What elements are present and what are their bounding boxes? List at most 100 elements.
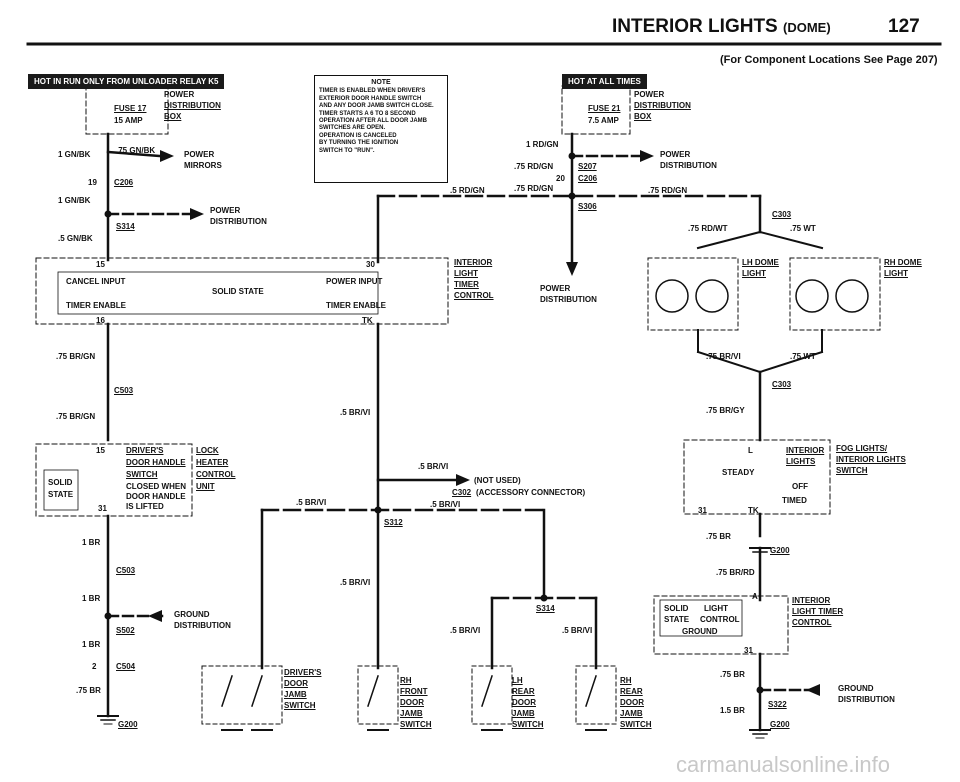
wire-label: 1 GN/BK (58, 150, 91, 159)
rh-rear-jamb-label: RH (620, 676, 632, 685)
wire-label: 1 BR (82, 640, 101, 649)
rh-front-jamb-label: RH (400, 676, 412, 685)
timer-module-outline (35, 257, 449, 325)
splice-s314-rear: S314 (536, 604, 555, 613)
rh-dome-lamp-1 (795, 279, 829, 313)
fuse21-distribution: DISTRIBUTION (634, 101, 691, 110)
timer-enable-right: TIMER ENABLE (326, 301, 386, 310)
wire-label: .75 BR (720, 670, 745, 679)
rh-dome-lamp-2 (835, 279, 869, 313)
watermark-text: carmanualsonline.info (676, 752, 891, 777)
power-distribution-right-2: DISTRIBUTION (660, 161, 717, 170)
lh-dome-light-outline (647, 257, 739, 331)
rh-front-jamb-label: FRONT (400, 687, 428, 696)
lh-rear-jamb-outline (471, 665, 513, 725)
connector-c302: C302 (452, 488, 472, 497)
drivers-handle-note: IS LIFTED (126, 502, 164, 511)
drivers-handle-label: DRIVER'S (126, 446, 164, 455)
drivers-jamb-label: SWITCH (284, 701, 316, 710)
lock-heater-name: LOCK (196, 446, 219, 455)
lh-dome-label: LH DOME (742, 258, 779, 267)
note-title: NOTE (371, 79, 391, 86)
lh-rear-jamb-label: DOOR (512, 698, 536, 707)
timer-name: LIGHT (454, 269, 478, 278)
note-line: AND ANY DOOR JAMB SWITCH CLOSE. (319, 103, 434, 110)
rh-dome-label-2: LIGHT (884, 269, 908, 278)
wire-label: .5 BR/VI (418, 462, 449, 471)
wire-label: .75 GN/BK (116, 146, 156, 155)
drivers-handle-note: CLOSED WHEN (126, 482, 186, 491)
light-timer-name: CONTROL (792, 618, 832, 627)
wire-wt-top (758, 230, 824, 250)
timer-inner-outline (57, 271, 379, 315)
timer-pin: TK (362, 316, 373, 325)
wire-label: .75 RD/WT (688, 224, 728, 233)
wire-label: .75 BR/GN (56, 412, 96, 421)
power-distribution-mid: POWER (540, 284, 571, 293)
timer-note: NOTE TIMER IS ENABLED WHEN DRIVER'S EXTE… (314, 75, 448, 183)
fog-switch-name: FOG LIGHTS/ (836, 444, 888, 453)
timer-pin: 16 (96, 316, 105, 325)
splice-s314b-dot (540, 594, 548, 602)
lh-dome-lamp-1 (655, 279, 689, 313)
ground-distribution-left-2: DISTRIBUTION (174, 621, 231, 630)
light-timer-pin: 31 (744, 646, 753, 655)
fog-switch-timed: TIMED (782, 496, 807, 505)
timer-power-input: POWER INPUT (326, 277, 383, 286)
fog-switch-name: INTERIOR LIGHTS (836, 455, 906, 464)
power-mirrors-label-2: MIRRORS (184, 161, 222, 170)
wire-label: .75 BR/GY (706, 406, 745, 415)
lock-heater-outline (35, 443, 193, 517)
light-timer-solid: SOLID (664, 604, 689, 613)
connector-c206-left: C206 (114, 178, 134, 187)
rh-front-jamb-label: SWITCH (400, 720, 432, 729)
lock-heater-name: HEATER (196, 458, 229, 467)
fuse17-distribution: DISTRIBUTION (164, 101, 221, 110)
not-used-label: (NOT USED) (474, 476, 521, 485)
connector-c503-bottom: C503 (116, 566, 136, 575)
splice-s306-dot (568, 192, 576, 200)
fog-switch-name: SWITCH (836, 466, 868, 475)
light-timer-ground: GROUND (682, 627, 718, 636)
light-timer-state: STATE (664, 615, 690, 624)
wire-label: 1 BR (82, 538, 101, 547)
arrowheads (148, 150, 820, 696)
rh-front-jamb-label: JAMB (400, 709, 423, 718)
rh-rear-jamb-outline (575, 665, 617, 725)
wire-label: .75 RD/GN (514, 184, 554, 193)
wire-label: .75 BR (76, 686, 101, 695)
note-line: SWITCH TO "RUN". (319, 147, 375, 154)
lock-heater-pin: 31 (98, 504, 107, 513)
connector-c206-right: C206 (578, 174, 598, 183)
wire-rd-wt (696, 230, 762, 250)
power-mirrors-label: POWER (184, 150, 215, 159)
note-line: BY TURNING THE IGNITION (319, 140, 399, 147)
lh-dome-lamp-2 (695, 279, 729, 313)
lh-rear-jamb-label: SWITCH (512, 720, 544, 729)
rh-dome-light-outline (789, 257, 881, 331)
light-timer-light: LIGHT (704, 604, 728, 613)
connector-pin: 19 (88, 178, 97, 187)
splice-s322-dot (756, 686, 764, 694)
wire-label: 1.5 BR (720, 706, 745, 715)
wire-label: .75 RD/GN (648, 186, 688, 195)
fog-switch-pin: 31 (698, 506, 707, 515)
fuse21-label: FUSE 21 (588, 104, 621, 113)
splice-s207-dot (568, 152, 576, 160)
lock-heater-state: STATE (48, 490, 74, 499)
lh-rear-jamb-label: LH (512, 676, 523, 685)
note-line: OPERATION AFTER ALL DOOR JAMB (319, 118, 427, 125)
rh-dome-label: RH DOME (884, 258, 922, 267)
fuse17-power: POWER (164, 90, 195, 99)
wire-label: .75 BR (706, 532, 731, 541)
wire-label: .5 BR/VI (562, 626, 593, 635)
fog-switch-outline (683, 439, 831, 515)
fog-switch-steady: STEADY (722, 468, 755, 477)
fuse17-rating: 15 AMP (114, 116, 143, 125)
wire-label: .5 BR/VI (296, 498, 327, 507)
timer-name: INTERIOR (454, 258, 493, 267)
wire-label: .75 WT (790, 224, 816, 233)
power-distribution-label-2: DISTRIBUTION (210, 217, 267, 226)
lock-heater-pin: 15 (96, 446, 105, 455)
